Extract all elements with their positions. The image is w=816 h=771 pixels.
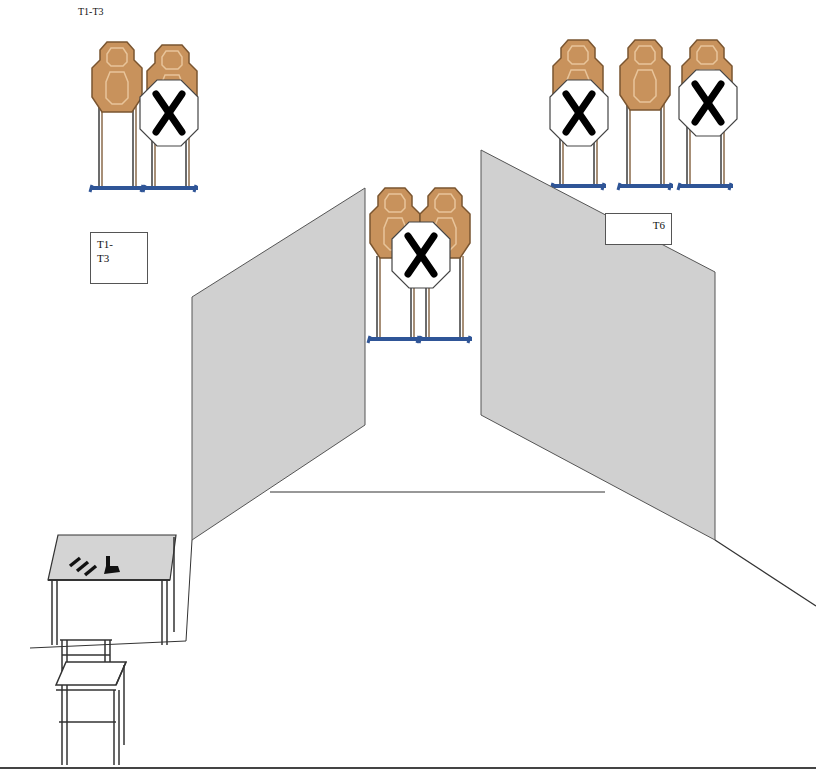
box-label: T1- T3 — [97, 238, 121, 266]
stage-label: T1-T3 — [78, 6, 104, 17]
floor-line — [715, 540, 816, 606]
label-box: T6 — [605, 213, 672, 245]
label-box: T1- T3 — [90, 232, 148, 284]
right-wall — [481, 150, 715, 540]
ground-line — [0, 767, 816, 769]
floor-line — [270, 491, 605, 492]
left-wall — [192, 188, 365, 540]
box-label: T6 — [612, 219, 665, 233]
chair — [56, 640, 126, 765]
fault-line — [186, 540, 192, 641]
target-group-right — [550, 40, 737, 190]
target-group-left — [90, 42, 198, 192]
target-group-center — [368, 188, 472, 343]
table — [48, 535, 176, 645]
